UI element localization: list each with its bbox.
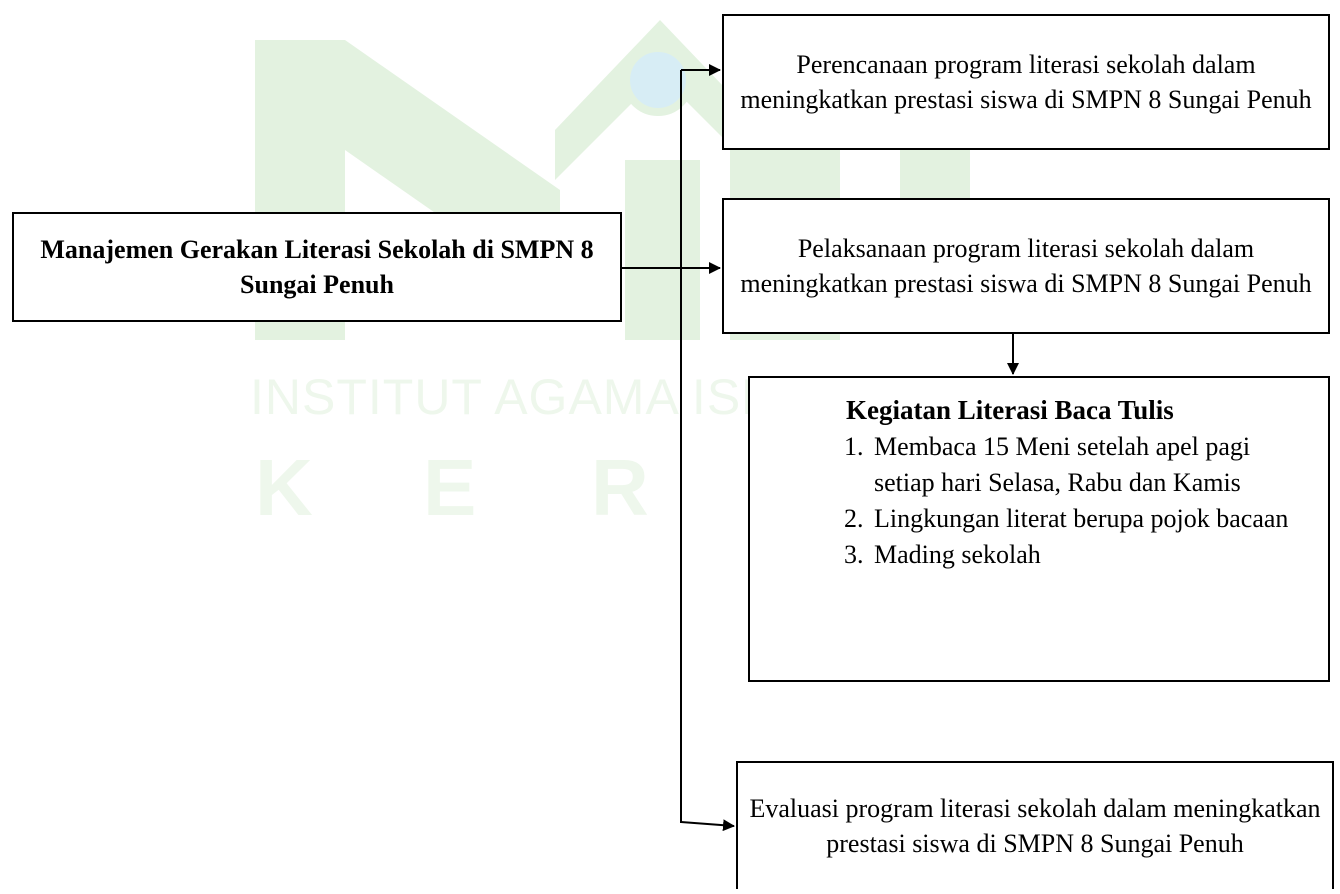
main-box: Manajemen Gerakan Literasi Sekolah di SM… — [12, 212, 622, 322]
perencanaan-box: Perencanaan program literasi sekolah dal… — [722, 14, 1330, 150]
watermark-letter: K — [255, 443, 313, 532]
watermark-letter: R — [591, 443, 649, 532]
watermark-letter: E — [423, 443, 477, 532]
list-item-number: 2. — [844, 504, 864, 533]
pelaksanaan-box: Pelaksanaan program literasi sekolah dal… — [722, 198, 1330, 334]
pelaksanaan-text: Pelaksanaan program literasi sekolah dal… — [740, 233, 1312, 298]
main-box-text: Manajemen Gerakan Literasi Sekolah di SM… — [40, 234, 594, 299]
list-item: 3. Mading sekolah — [844, 537, 1314, 573]
list-item-text: Membaca 15 Meni setelah apel pagi setiap… — [874, 432, 1251, 498]
kegiatan-list: 1. Membaca 15 Meni setelah apel pagi set… — [844, 429, 1314, 573]
arrow-to-evaluasi — [680, 819, 735, 832]
watermark-circle — [622, 44, 694, 116]
kegiatan-title: Kegiatan Literasi Baca Tulis — [846, 395, 1174, 425]
list-item-text: Mading sekolah — [874, 539, 1041, 569]
kegiatan-box: Kegiatan Literasi Baca Tulis 1. Membaca … — [748, 376, 1330, 682]
evaluasi-text: Evaluasi program literasi sekolah dalam … — [749, 793, 1321, 858]
watermark-pillar-center — [625, 160, 700, 340]
list-item-text: Lingkungan literat berupa pojok bacaan — [874, 504, 1289, 533]
list-item: 1. Membaca 15 Meni setelah apel pagi set… — [844, 429, 1314, 501]
evaluasi-box: Evaluasi program literasi sekolah dalam … — [736, 761, 1334, 889]
list-item: 2. Lingkungan literat berupa pojok bacaa… — [844, 501, 1314, 537]
list-item-number: 1. — [844, 432, 864, 462]
watermark-line1: INSTITUT AGAMA ISL — [250, 369, 770, 425]
perencanaan-text: Perencanaan program literasi sekolah dal… — [740, 49, 1312, 114]
list-item-number: 3. — [844, 539, 864, 569]
